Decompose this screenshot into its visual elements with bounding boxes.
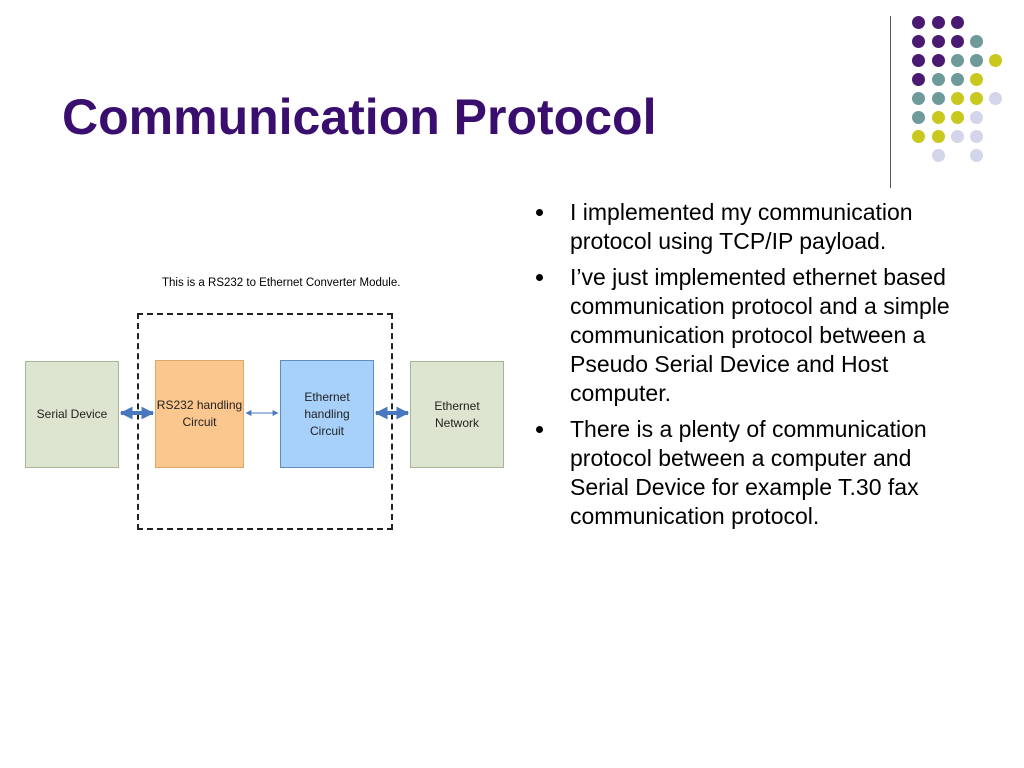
decor-dot: [932, 130, 945, 143]
bullet-dot-icon: [536, 426, 543, 433]
decor-dot: [951, 16, 964, 29]
rs232-label-line2: Circuit: [182, 415, 217, 429]
serial-device-box: Serial Device: [25, 361, 119, 468]
ethernet-label-line1: Ethernet handling: [304, 389, 350, 421]
ethernet-label-line2: Circuit: [309, 423, 344, 438]
decor-dot: [970, 130, 983, 143]
decor-dot: [912, 130, 925, 143]
bullet-item: I implemented my communication protocol …: [536, 198, 966, 256]
slide-title: Communication Protocol: [62, 89, 657, 145]
diagram-caption: This is a RS232 to Ethernet Converter Mo…: [162, 277, 401, 289]
decor-dot: [932, 111, 945, 124]
decor-dot: [912, 35, 925, 48]
bullet-item: There is a plenty of communication proto…: [536, 415, 966, 531]
decor-dot: [951, 73, 964, 86]
decor-dot: [970, 92, 983, 105]
serial-device-label: Serial Device: [36, 407, 108, 421]
decor-dot: [932, 149, 945, 162]
decor-dot: [951, 130, 964, 143]
decor-dot: [970, 73, 983, 86]
bullet-list: I implemented my communication protocol …: [536, 198, 966, 538]
decorative-vertical-rule: [890, 16, 891, 188]
decor-dot: [970, 54, 983, 67]
bullet-item: I’ve just implemented ethernet based com…: [536, 263, 966, 408]
decor-dot: [989, 92, 1002, 105]
bullet-dot-icon: [536, 209, 543, 216]
rs232-label-line1: RS232 handling: [156, 398, 243, 412]
decor-dot: [932, 92, 945, 105]
decor-dot: [970, 35, 983, 48]
decor-dot: [912, 92, 925, 105]
converter-module-boundary: [137, 313, 393, 530]
decor-dot: [932, 16, 945, 29]
decor-dot: [951, 54, 964, 67]
decor-dot: [912, 73, 925, 86]
ethernet-network-label: Ethernet Network: [434, 398, 480, 430]
bullet-dot-icon: [536, 274, 543, 281]
decor-dot: [970, 149, 983, 162]
bullet-text: I’ve just implemented ethernet based com…: [570, 264, 950, 406]
bullet-text: I implemented my communication protocol …: [570, 199, 913, 254]
ethernet-circuit-box: Ethernet handling Circuit: [280, 360, 374, 468]
decor-dot: [912, 54, 925, 67]
bullet-text: There is a plenty of communication proto…: [570, 416, 927, 529]
decor-dot: [932, 54, 945, 67]
decor-dot: [932, 73, 945, 86]
decor-dot: [912, 16, 925, 29]
decor-dot: [932, 35, 945, 48]
rs232-circuit-box: RS232 handling Circuit: [155, 360, 244, 468]
decor-dot: [989, 54, 1002, 67]
decor-dot: [912, 111, 925, 124]
decor-dot: [970, 111, 983, 124]
decor-dot: [951, 111, 964, 124]
decor-dot: [951, 92, 964, 105]
ethernet-network-box: Ethernet Network: [410, 361, 504, 468]
decor-dot: [951, 35, 964, 48]
